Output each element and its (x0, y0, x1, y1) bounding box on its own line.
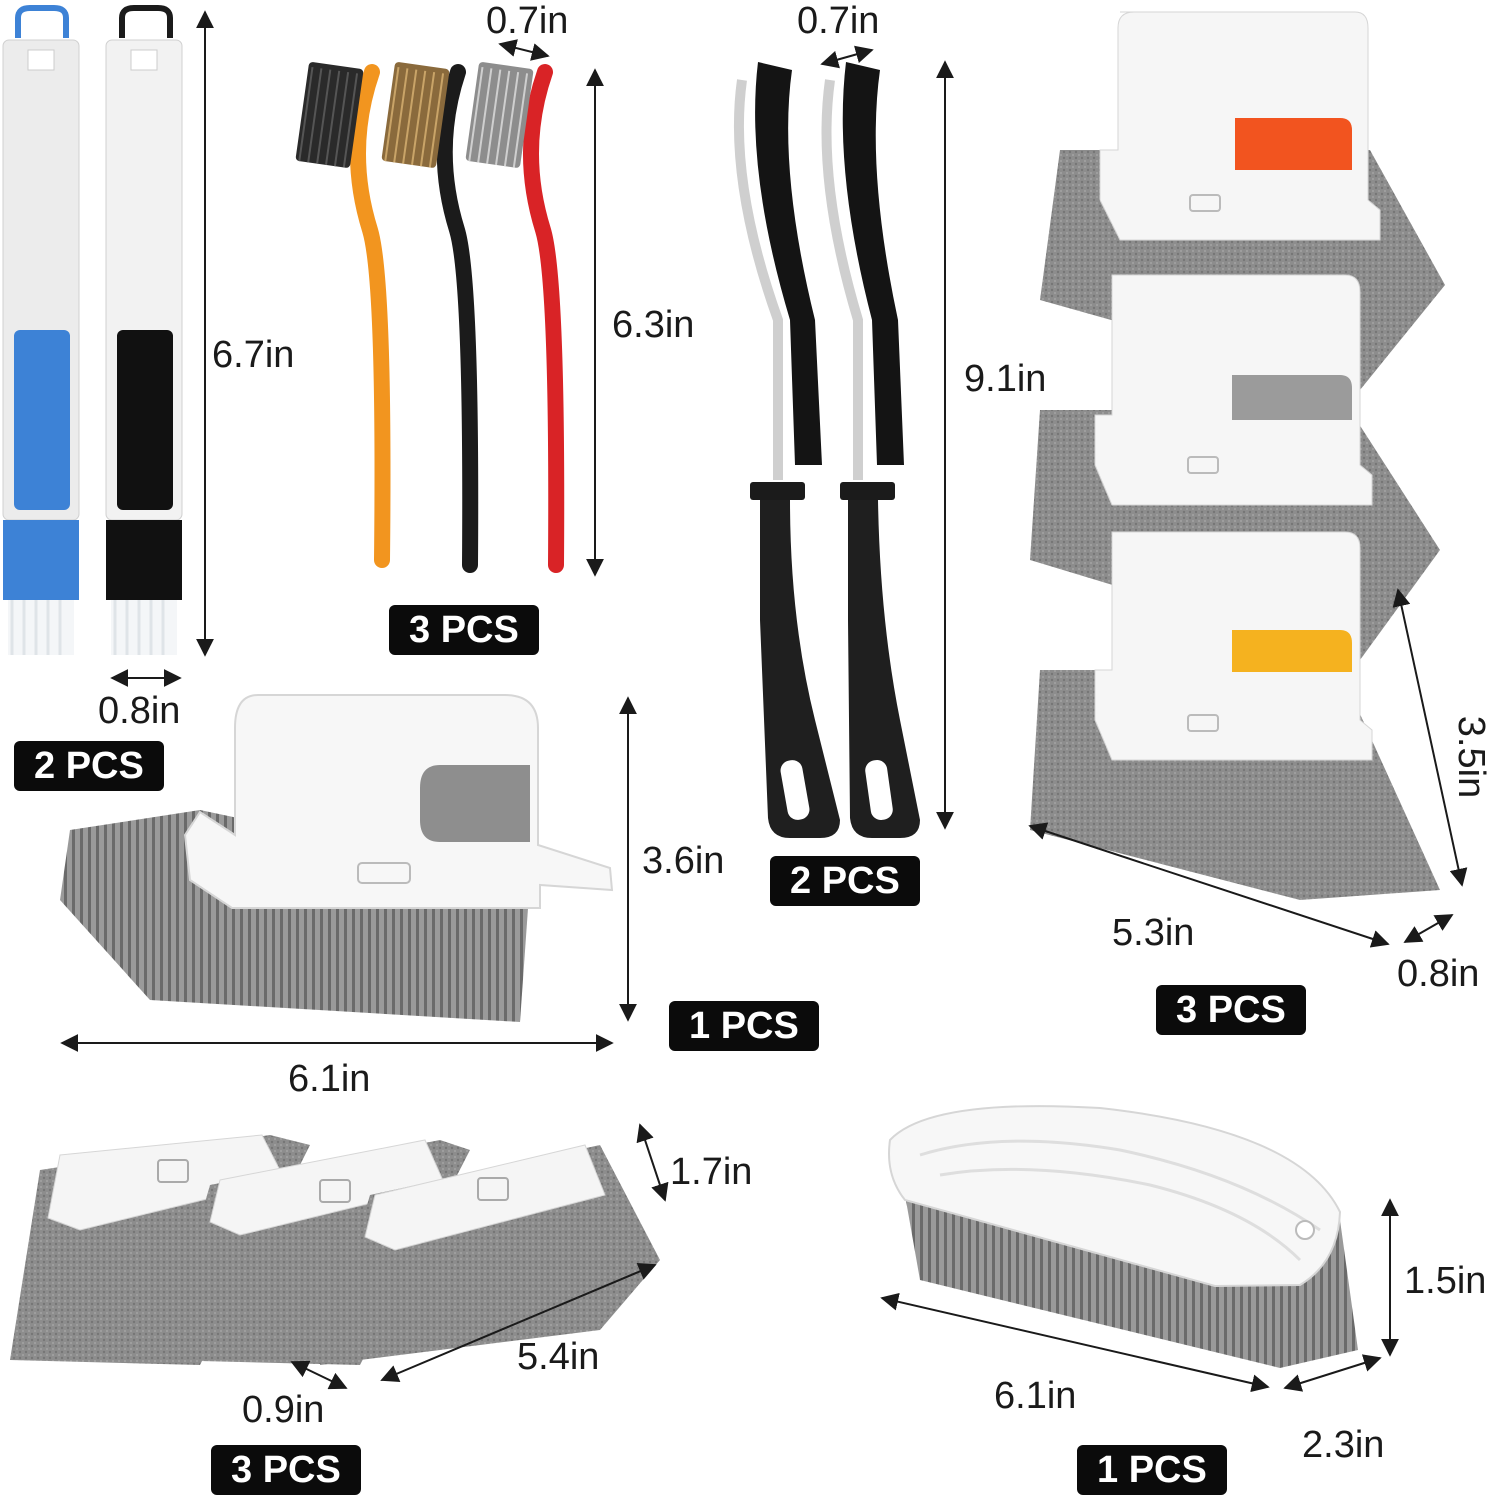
dim-label-0-8in-a: 0.8in (98, 690, 181, 732)
dim-label-1-5in: 1.5in (1404, 1260, 1487, 1302)
dim-label-3-5in: 3.5in (1450, 715, 1493, 799)
dim-arrow-5-3in (1028, 822, 1390, 948)
gap-brush-left (734, 62, 840, 838)
dim-label-0-7in-a: 0.7in (486, 0, 569, 42)
dim-arrow-6-1in-b (880, 1292, 1270, 1393)
wire-brush-black (381, 62, 479, 573)
qty-badge-flexible: 1 PCS (1077, 1445, 1227, 1495)
dim-arrow-0-7in-b (820, 45, 874, 69)
qty-badge-crevice: 2 PCS (14, 741, 164, 791)
dim-label-0-8in-b: 0.8in (1397, 953, 1480, 995)
qty-badge-gap: 2 PCS (770, 856, 920, 906)
dim-arrow-2-3in (1283, 1354, 1382, 1392)
dim-label-1-7in: 1.7in (670, 1151, 753, 1193)
dim-label-6-1in-a: 6.1in (288, 1058, 371, 1100)
dim-label-0-7in-b: 0.7in (797, 0, 880, 42)
qty-badge-handle: 1 PCS (669, 1001, 819, 1051)
flexible-scrub-brush (888, 1105, 1358, 1368)
dim-arrow-0-8in-b (1403, 914, 1454, 943)
dim-arrow-3-5in (1392, 588, 1468, 887)
crevice-brush-black (105, 5, 183, 655)
dim-label-5-4in: 5.4in (517, 1336, 600, 1378)
dim-label-2-3in: 2.3in (1302, 1424, 1385, 1466)
dim-label-0-9in: 0.9in (242, 1389, 325, 1431)
dim-label-5-3in: 5.3in (1112, 912, 1195, 954)
wire-brush-red (465, 62, 565, 573)
dim-label-3-6in: 3.6in (642, 840, 725, 882)
dim-arrow-1-7in (636, 1123, 669, 1202)
dim-label-6-3in: 6.3in (612, 304, 695, 346)
handle-scrub-brush (60, 694, 614, 1022)
dim-label-6-1in-b: 6.1in (994, 1375, 1077, 1417)
dim-arrow-5-4in (380, 1262, 657, 1383)
dim-arrow-0-9in (290, 1360, 348, 1390)
qty-badge-groove: 3 PCS (211, 1445, 361, 1495)
qty-badge-wire: 3 PCS (389, 605, 539, 655)
wire-brush-orange (295, 62, 391, 568)
gap-brush-right (821, 62, 920, 838)
dim-label-6-7in: 6.7in (212, 334, 295, 376)
dim-arrow-0-7in-a (498, 39, 550, 61)
qty-badge-window: 3 PCS (1156, 985, 1306, 1035)
crevice-brush-blue (2, 5, 80, 655)
dim-label-9-1in: 9.1in (964, 358, 1047, 400)
